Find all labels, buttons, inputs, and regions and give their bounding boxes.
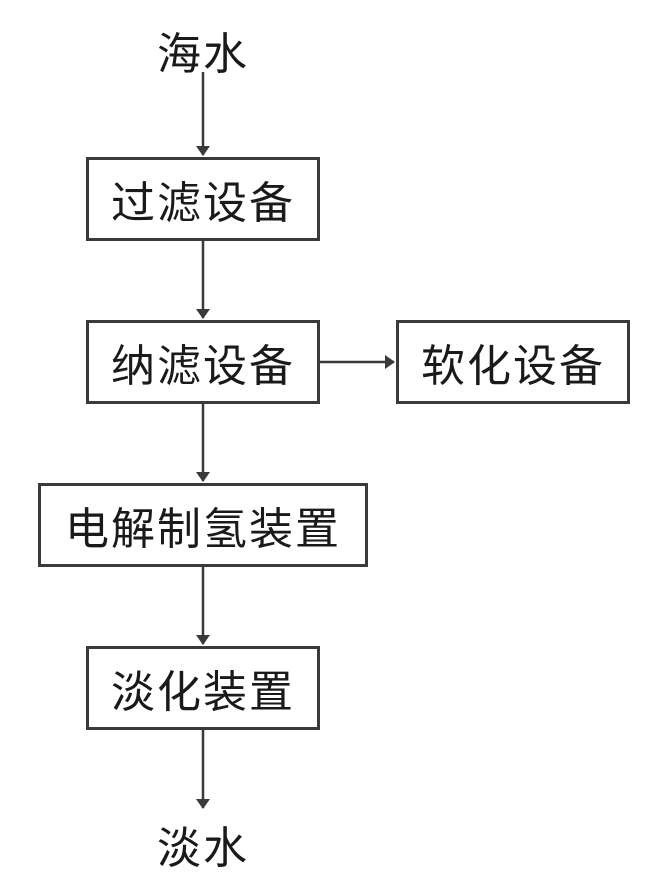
output-label-freshwater: 淡水 bbox=[120, 812, 286, 876]
node-electrolysis-label: 电解制氢装置 bbox=[65, 493, 341, 557]
node-softening-label: 软化设备 bbox=[421, 330, 605, 394]
node-desalination-device: 淡化装置 bbox=[86, 646, 320, 730]
node-filter-equipment: 过滤设备 bbox=[86, 157, 320, 241]
node-filter-label: 过滤设备 bbox=[111, 167, 295, 231]
node-softening-equipment: 软化设备 bbox=[396, 320, 630, 404]
node-desalination-label: 淡化装置 bbox=[111, 656, 295, 720]
node-electrolysis-hydrogen-device: 电解制氢装置 bbox=[38, 483, 368, 567]
input-label-seawater: 海水 bbox=[120, 18, 286, 82]
node-nanofiltration-equipment: 纳滤设备 bbox=[86, 320, 320, 404]
node-nanofiltration-label: 纳滤设备 bbox=[111, 330, 295, 394]
